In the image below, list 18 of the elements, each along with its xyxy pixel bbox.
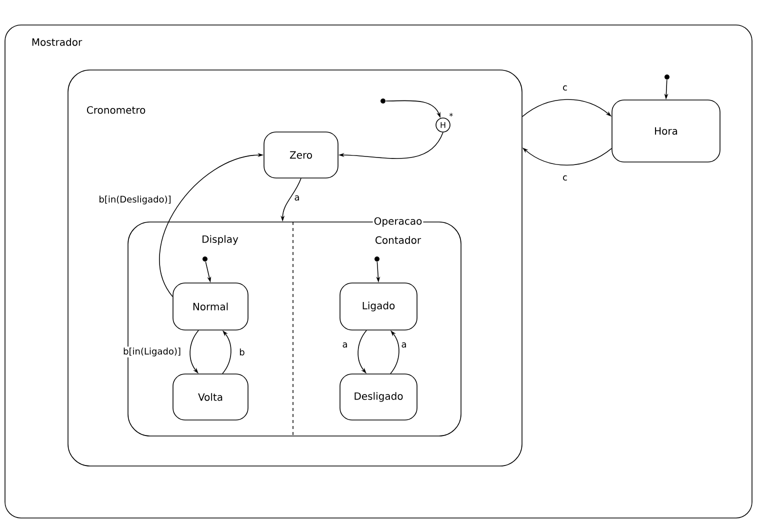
edge-label: a (293, 194, 301, 202)
history-state: H * (436, 112, 453, 132)
node-label: * (449, 112, 453, 117)
state-box: Volta (172, 374, 248, 420)
state-box: Normal (172, 282, 248, 330)
region-label: Contador (376, 236, 422, 244)
edge-label: a (400, 341, 408, 349)
edge-label: b (238, 348, 246, 356)
state-box: Ligado (340, 282, 418, 330)
edge-label: c (562, 84, 568, 92)
state-box: Hora (612, 100, 720, 162)
edge-label: b[in(Desligado)] (98, 194, 172, 206)
state-box: Zero (264, 132, 338, 178)
state-box: Desligado (340, 374, 418, 420)
edge-label: a (341, 341, 349, 349)
edge-label: b[in(Ligado)] (122, 346, 182, 358)
edge-label: c (562, 174, 568, 182)
region-label: Display (202, 235, 238, 245)
